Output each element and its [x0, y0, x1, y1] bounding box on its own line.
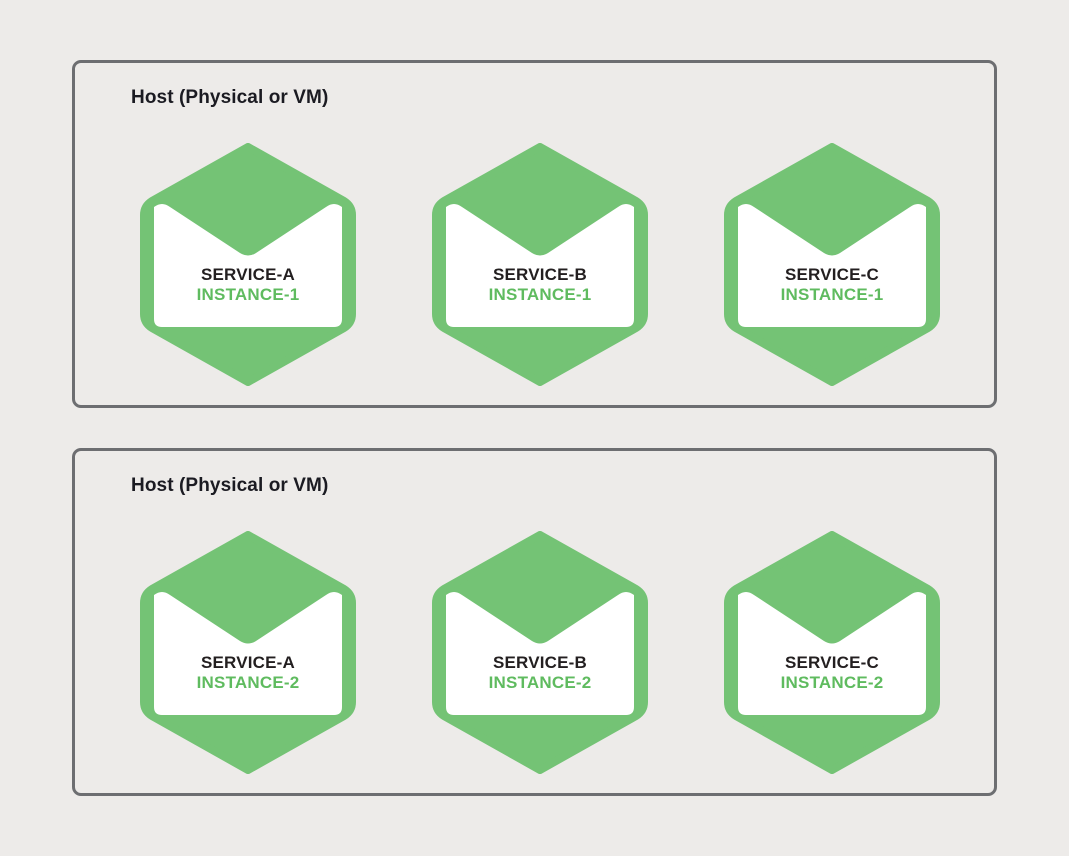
- service-node-b-instance-1[interactable]: SERVICE-B INSTANCE-1: [428, 143, 652, 386]
- service-node-c-instance-2[interactable]: SERVICE-C INSTANCE-2: [720, 531, 944, 774]
- host-1-node-row: SERVICE-A INSTANCE-1 SERVICE-B INSTANCE-…: [75, 143, 994, 393]
- service-node-c-instance-1[interactable]: SERVICE-C INSTANCE-1: [720, 143, 944, 386]
- host-1-label: Host (Physical or VM): [131, 87, 329, 108]
- hexagon-cube-icon: [140, 143, 356, 386]
- service-node-b-instance-2[interactable]: SERVICE-B INSTANCE-2: [428, 531, 652, 774]
- service-node-a-instance-2[interactable]: SERVICE-A INSTANCE-2: [136, 531, 360, 774]
- hexagon-cube-icon: [140, 531, 356, 774]
- host-2-node-row: SERVICE-A INSTANCE-2 SERVICE-B INSTANCE-…: [75, 531, 994, 781]
- hexagon-cube-icon: [724, 143, 940, 386]
- hexagon-cube-icon: [724, 531, 940, 774]
- host-panel-2: Host (Physical or VM) SERVICE-A INSTANCE…: [72, 448, 997, 796]
- host-panel-1: Host (Physical or VM) SERVICE-A INSTANCE…: [72, 60, 997, 408]
- host-2-label: Host (Physical or VM): [131, 475, 329, 496]
- hexagon-cube-icon: [432, 143, 648, 386]
- service-node-a-instance-1[interactable]: SERVICE-A INSTANCE-1: [136, 143, 360, 386]
- hexagon-cube-icon: [432, 531, 648, 774]
